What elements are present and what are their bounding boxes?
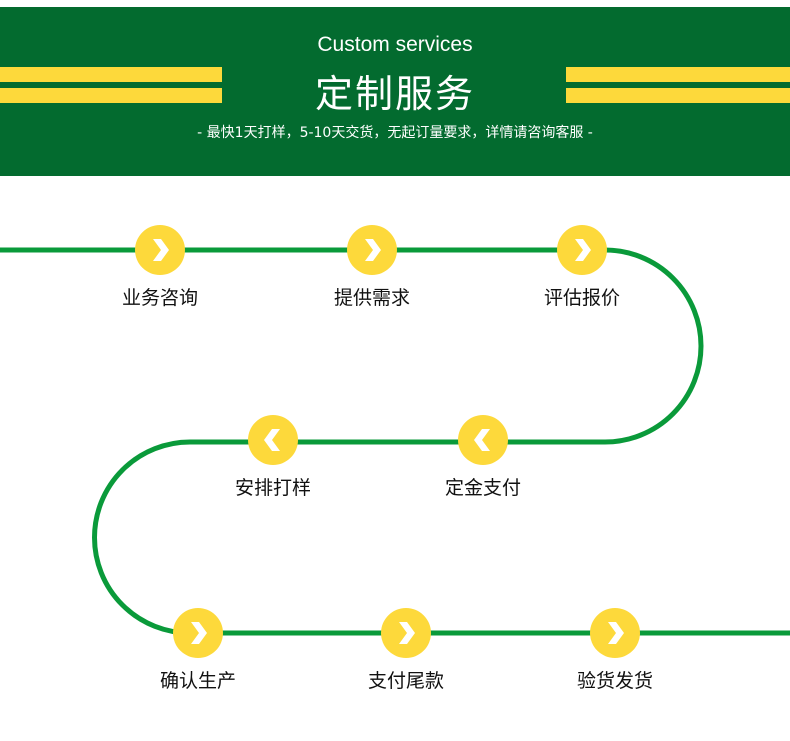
chevron-right-icon: [399, 622, 415, 644]
step-label: 评估报价: [543, 287, 620, 309]
chevron-right-icon: [575, 239, 591, 261]
chevron-right-icon: [365, 239, 381, 261]
step-node-1: [135, 225, 185, 275]
step-node-6: [173, 608, 223, 658]
step-node-2: [347, 225, 397, 275]
step-label: 定金支付: [444, 477, 521, 499]
step-label: 安排打样: [234, 477, 311, 499]
header-banner: Custom services 定制服务 - 最快1天打样，5-10天交货，无起…: [0, 7, 790, 176]
step-node-4: [458, 415, 508, 465]
stripe-right-bottom: [566, 88, 790, 103]
stripe-left-bottom: [0, 88, 222, 103]
step-node-7: [381, 608, 431, 658]
chevron-left-icon: [264, 429, 280, 451]
chevron-right-icon: [608, 622, 624, 644]
step-label: 验货发货: [576, 670, 653, 692]
stripe-right-top: [566, 67, 790, 82]
flow-line: [0, 247, 790, 636]
step-node-3: [557, 225, 607, 275]
step-node-8: [590, 608, 640, 658]
step-label: 确认生产: [159, 670, 236, 692]
step-label: 支付尾款: [367, 670, 444, 692]
step-label: 提供需求: [333, 287, 410, 309]
title-english: Custom services: [317, 33, 473, 56]
chevron-right-icon: [191, 622, 207, 644]
stripe-left-top: [0, 67, 222, 82]
step-node-5: [248, 415, 298, 465]
subtitle: - 最快1天打样，5-10天交货，无起订量要求，详情请咨询客服 -: [197, 125, 593, 141]
chevron-left-icon: [474, 429, 490, 451]
title-chinese: 定制服务: [314, 72, 475, 116]
step-label: 业务咨询: [121, 287, 198, 309]
chevron-right-icon: [153, 239, 169, 261]
